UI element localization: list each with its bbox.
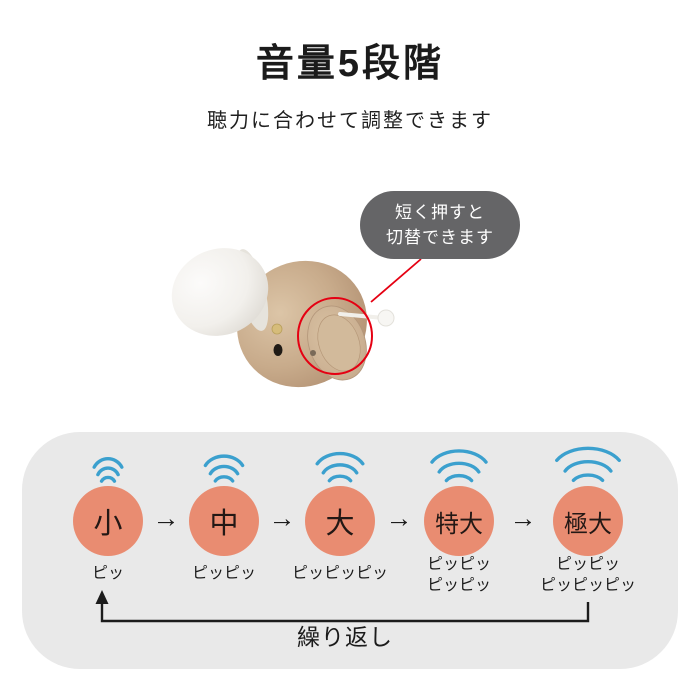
level-circle-large: 大 xyxy=(305,486,375,556)
callout-bubble: 短く押すと 切替できます xyxy=(360,191,520,259)
beep-line: ピッ xyxy=(91,565,124,582)
level-label: 中 xyxy=(209,508,239,540)
callout-pointer-line xyxy=(370,258,422,303)
level-label: 特大 xyxy=(435,510,483,538)
charge-contact-dot xyxy=(271,323,283,335)
annotation-highlight xyxy=(297,258,422,375)
repeat-loop-arrow xyxy=(95,590,590,623)
flow-arrow-icon: → xyxy=(509,503,537,533)
level-label: 小 xyxy=(93,508,123,540)
earbud-illustration xyxy=(171,248,422,388)
mic-hole xyxy=(273,344,283,356)
signal-icon-level-2 xyxy=(193,452,255,483)
level-circle-small: 小 xyxy=(73,486,143,556)
level-circle-medium: 中 xyxy=(189,486,259,556)
beep-line: ピッピッ xyxy=(555,556,620,573)
flow-arrow-icon: → xyxy=(268,503,296,533)
beep-label-max: ピッピッ ピッピッピッ xyxy=(518,554,658,596)
beep-line: ピッピッピッ xyxy=(291,565,388,582)
removal-string xyxy=(338,309,395,327)
signal-icon-level-1 xyxy=(85,455,131,483)
callout-line2: 切替できます xyxy=(386,228,494,247)
page-title: 音量5段階 xyxy=(255,43,445,85)
beep-line: ピッピッ xyxy=(191,565,256,582)
volume-levels-panel: 小 中 大 特大 極大 → → → → ピッ ピッピッ ピッピッピッ ピッピッ … xyxy=(22,432,678,669)
callout-line1: 短く押すと xyxy=(395,203,485,222)
beep-label-xlarge: ピッピッ ピッピッ xyxy=(389,554,529,596)
ear-tip xyxy=(171,248,269,336)
level-circle-xlarge: 特大 xyxy=(424,486,494,556)
flow-arrow-icon: → xyxy=(385,503,413,533)
level-circle-max: 極大 xyxy=(553,486,623,556)
beep-label-large: ピッピッピッ xyxy=(270,563,410,584)
beep-line: ピッピッ xyxy=(426,556,491,573)
signal-icon-level-4 xyxy=(414,446,504,483)
beep-label-small: ピッ xyxy=(38,563,178,584)
highlight-circle xyxy=(297,297,373,375)
earbud-body xyxy=(237,260,367,388)
level-label: 極大 xyxy=(564,510,612,538)
beep-label-medium: ピッピッ xyxy=(154,563,294,584)
beep-line: ピッピッ xyxy=(426,577,491,594)
level-label: 大 xyxy=(325,508,355,540)
page-subtitle: 聴力に合わせて調整できます xyxy=(207,110,493,132)
flow-arrow-icon: → xyxy=(152,503,180,533)
signal-icon-level-5 xyxy=(536,443,640,483)
repeat-label: 繰り返し xyxy=(297,624,393,650)
signal-icon-level-3 xyxy=(302,449,378,483)
beep-line: ピッピッピッ xyxy=(539,577,636,594)
